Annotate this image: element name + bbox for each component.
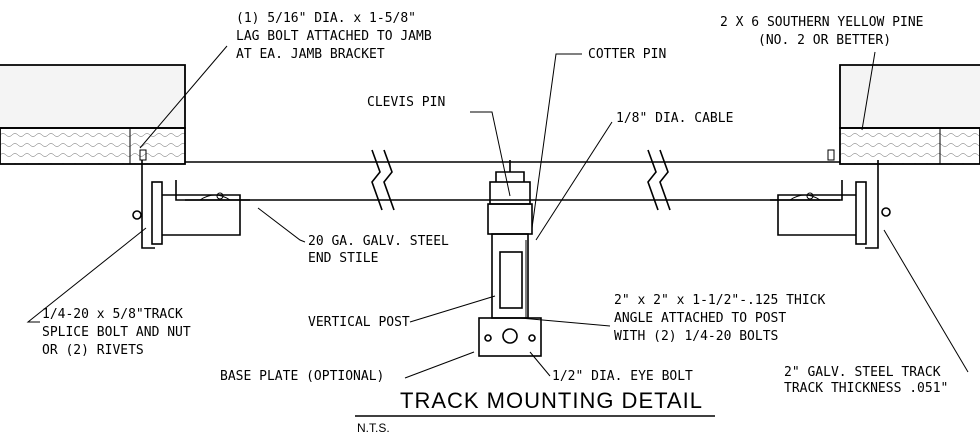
labels: (1) 5/16" DIA. x 1-5/8" LAG BOLT ATTACHE… xyxy=(42,11,948,435)
label-track-line2: TRACK THICKNESS .051" xyxy=(784,381,948,396)
right-wood-jamb xyxy=(827,64,980,165)
label-lag-bolt-line2: LAG BOLT ATTACHED TO JAMB xyxy=(236,29,432,44)
label-pine-line1: 2 X 6 SOUTHERN YELLOW PINE xyxy=(720,15,924,30)
label-clevis-pin: CLEVIS PIN xyxy=(367,95,445,110)
drawing-scale-note: N.T.S. xyxy=(357,421,390,435)
label-pine-line2: (NO. 2 OR BETTER) xyxy=(758,33,891,48)
drawing-title: TRACK MOUNTING DETAIL xyxy=(400,388,703,413)
label-lag-bolt-line1: (1) 5/16" DIA. x 1-5/8" xyxy=(236,11,416,26)
label-lag-bolt-line3: AT EA. JAMB BRACKET xyxy=(236,47,385,62)
label-eye-bolt: 1/2" DIA. EYE BOLT xyxy=(552,369,693,384)
label-angle-line3: WITH (2) 1/4-20 BOLTS xyxy=(614,329,778,344)
label-splice-bolt-line1: 1/4-20 x 5/8"TRACK xyxy=(42,307,183,322)
leader-lines xyxy=(26,45,969,379)
center-post-assembly xyxy=(478,160,542,357)
label-splice-bolt-line3: OR (2) RIVETS xyxy=(42,343,144,358)
label-cotter-pin: COTTER PIN xyxy=(588,47,666,62)
left-track-assembly xyxy=(132,160,250,249)
door-panel xyxy=(185,149,840,211)
label-end-stile-line1: 20 GA. GALV. STEEL xyxy=(308,234,449,249)
label-angle-line1: 2" x 2" x 1-1/2"-.125 THICK xyxy=(614,293,825,308)
label-base-plate: BASE PLATE (OPTIONAL) xyxy=(220,369,384,384)
right-track-assembly xyxy=(770,160,891,249)
label-end-stile-line2: END STILE xyxy=(308,251,378,266)
label-track-line1: 2" GALV. STEEL TRACK xyxy=(784,365,941,380)
label-angle-line2: ANGLE ATTACHED TO POST xyxy=(614,311,786,326)
label-cable: 1/8" DIA. CABLE xyxy=(616,111,733,126)
left-wood-jamb xyxy=(0,64,186,165)
label-splice-bolt-line2: SPLICE BOLT AND NUT xyxy=(42,325,191,340)
label-vertical-post: VERTICAL POST xyxy=(308,315,410,330)
